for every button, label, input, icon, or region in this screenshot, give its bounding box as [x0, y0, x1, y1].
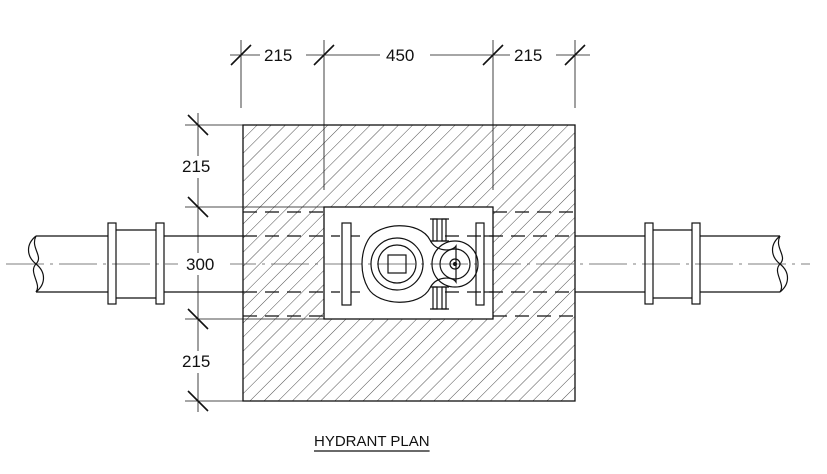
dim-top-right: 215	[514, 46, 542, 65]
embedded-pipe-left	[243, 211, 340, 317]
valve-pit	[323, 206, 494, 320]
hydrant-valve	[341, 218, 493, 310]
embedded-pipe-right	[445, 211, 575, 317]
dim-top-left: 215	[264, 46, 292, 65]
dim-top-middle: 450	[386, 46, 414, 65]
drawing-title: HYDRANT PLAN	[314, 433, 430, 450]
dim-left-upper: 215	[182, 157, 210, 176]
dim-left-middle: 300	[186, 255, 214, 274]
left-dimension-chain	[178, 113, 324, 412]
top-dimension-chain	[230, 40, 590, 190]
left-pipe	[27, 222, 243, 305]
right-pipe	[575, 222, 789, 305]
dim-left-lower: 215	[182, 352, 210, 371]
